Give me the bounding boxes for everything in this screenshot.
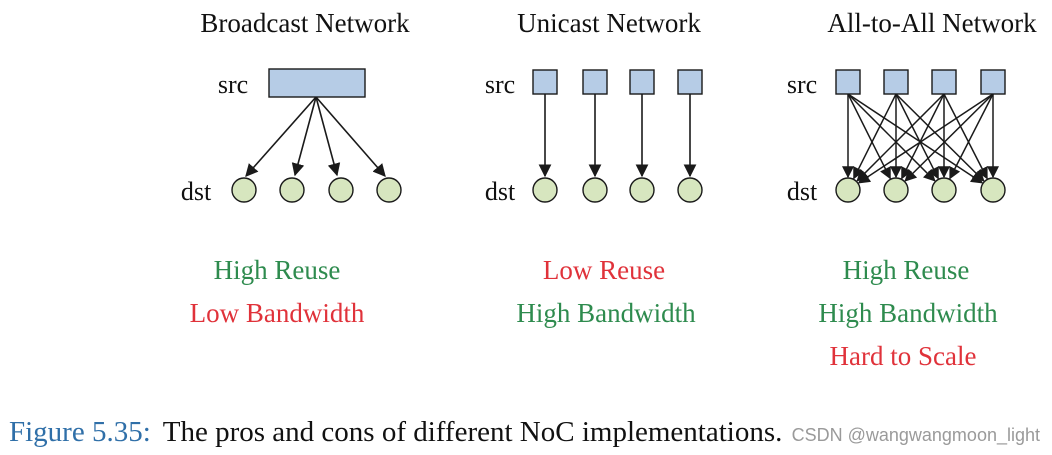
caption-number: Figure 5.35:: [9, 416, 151, 448]
unicast-title: Unicast Network: [517, 8, 701, 38]
dst-node: [582, 177, 608, 203]
broadcast-prop-1: High Reuse: [214, 255, 341, 285]
dst-node: [231, 177, 257, 203]
src-node: [629, 69, 655, 95]
dst-node: [376, 177, 402, 203]
broadcast-prop-2: Low Bandwidth: [190, 298, 365, 328]
all-to-all-arrow: [895, 93, 985, 182]
all-to-all-arrow: [949, 93, 994, 180]
all-to-all-arrow: [853, 93, 897, 180]
watermark: CSDN @wangwangmoon_light: [792, 425, 1040, 446]
unicast-prop-1: Low Reuse: [543, 255, 665, 285]
dst-node: [328, 177, 354, 203]
dst-node: [980, 177, 1006, 203]
src-node: [883, 69, 909, 95]
broadcast-src-label: src: [218, 70, 248, 99]
broadcast-arrows: [245, 96, 386, 177]
dst-node: [883, 177, 909, 203]
all-to-all-dst-label: dst: [787, 177, 818, 206]
figure-caption: Figure 5.35: The pros and cons of differ…: [9, 416, 782, 448]
broadcast-title: Broadcast Network: [200, 8, 410, 38]
all-to-all-src-label: src: [787, 70, 817, 99]
broadcast-src-node: [268, 68, 366, 98]
broadcast-panel: Broadcast Network src dst High Reuse Low…: [181, 8, 410, 328]
unicast-dst-label: dst: [485, 177, 516, 206]
all-to-all-title: All-to-All Network: [827, 8, 1037, 38]
all-to-all-panel: All-to-All Network src dst High Reuse Hi…: [787, 8, 1037, 371]
all-to-all-arrow: [856, 93, 945, 182]
all-to-all-dst-nodes: [835, 177, 1006, 203]
src-node: [532, 69, 558, 95]
all-to-all-prop-2: High Bandwidth: [818, 298, 998, 328]
src-node: [677, 69, 703, 95]
dst-node: [532, 177, 558, 203]
unicast-panel: Unicast Network src dst Low Reuse High B…: [485, 8, 703, 328]
broadcast-arrow: [291, 96, 317, 177]
broadcast-arrow: [315, 96, 341, 177]
all-to-all-arrow: [857, 93, 994, 184]
broadcast-dst-label: dst: [181, 177, 212, 206]
all-to-all-prop-3: Hard to Scale: [830, 341, 977, 371]
src-node: [835, 69, 861, 95]
unicast-arrows: [538, 94, 697, 178]
all-to-all-arrow: [901, 93, 945, 180]
unicast-prop-2: High Bandwidth: [516, 298, 696, 328]
all-to-all-prop-1: High Reuse: [843, 255, 970, 285]
unicast-dst-nodes: [532, 177, 703, 203]
unicast-src-nodes: [532, 69, 703, 95]
all-to-all-arrow: [904, 93, 994, 182]
broadcast-arrow: [245, 96, 317, 177]
broadcast-arrow: [315, 96, 386, 177]
all-to-all-arrows: [842, 93, 999, 184]
dst-node: [629, 177, 655, 203]
all-to-all-arrow: [895, 93, 939, 180]
dst-node: [279, 177, 305, 203]
all-to-all-arrow: [943, 93, 988, 180]
dst-node: [835, 177, 861, 203]
unicast-src-label: src: [485, 70, 515, 99]
src-node: [980, 69, 1006, 95]
src-node: [931, 69, 957, 95]
all-to-all-arrow: [847, 93, 891, 180]
src-node: [582, 69, 608, 95]
broadcast-dst-nodes: [231, 177, 402, 203]
caption-text: The pros and cons of different NoC imple…: [163, 416, 783, 448]
all-to-all-src-nodes: [835, 69, 1006, 95]
dst-node: [931, 177, 957, 203]
dst-node: [677, 177, 703, 203]
